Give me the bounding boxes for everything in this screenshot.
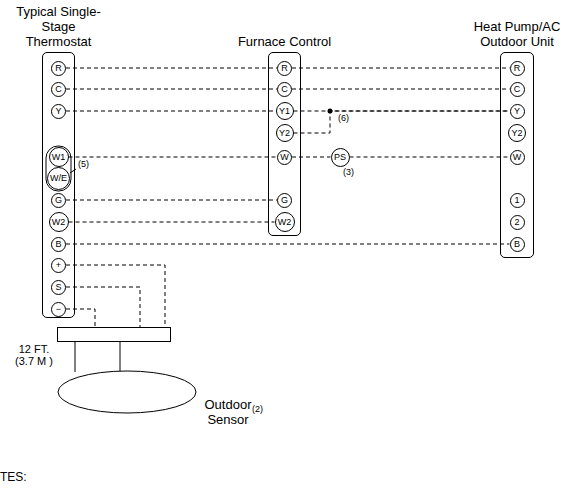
terminal: W xyxy=(277,150,292,165)
sensor-cable xyxy=(120,342,121,373)
callout-number: (2) xyxy=(252,405,263,415)
terminal-label: W1 xyxy=(52,153,66,162)
wire xyxy=(66,309,95,327)
terminal-strip: RCY1Y2WGW2Furnace Control xyxy=(268,52,301,236)
callout-number: (6) xyxy=(338,114,349,124)
wire xyxy=(69,157,278,158)
terminal-label: Y xyxy=(514,107,520,116)
strip-title: Furnace Control xyxy=(235,34,335,49)
terminal-label: C xyxy=(55,85,62,94)
terminal: S xyxy=(51,280,66,295)
terminal: W2 xyxy=(275,212,295,232)
terminal-label: C xyxy=(514,85,521,94)
terminal-label: W xyxy=(280,153,289,162)
terminal: W/E xyxy=(47,167,70,190)
wire xyxy=(292,157,331,158)
terminal: C xyxy=(51,82,66,97)
terminal: G xyxy=(277,193,292,208)
terminal: − xyxy=(51,302,66,317)
terminal: Y xyxy=(510,104,525,119)
terminal-label: W xyxy=(513,153,522,162)
terminal: 2 xyxy=(510,215,525,230)
strip-title: Typical Single-Stage Thermostat xyxy=(9,4,109,49)
note: TES: xyxy=(0,471,27,484)
terminal: W xyxy=(510,150,525,165)
outdoor-sensor: Outdoor Sensor xyxy=(57,327,197,415)
wire xyxy=(294,111,510,133)
terminal-label: W2 xyxy=(278,218,292,227)
wire xyxy=(350,157,510,158)
terminal: W1 xyxy=(49,147,69,167)
wire xyxy=(66,287,140,327)
terminal-label: B xyxy=(55,240,61,249)
leader-line xyxy=(70,169,76,173)
terminal-label: R xyxy=(514,64,521,73)
terminal-label: 1 xyxy=(514,196,519,205)
wire xyxy=(66,68,277,69)
terminal-label: Y1 xyxy=(279,107,290,116)
terminal-label: Y xyxy=(55,107,61,116)
sensor-cable xyxy=(75,342,76,373)
terminal-label: W2 xyxy=(52,218,66,227)
terminal: R xyxy=(277,61,292,76)
terminal-label: − xyxy=(56,305,61,314)
terminal: G xyxy=(51,193,66,208)
terminal: C xyxy=(510,82,525,97)
sensor-body xyxy=(58,371,196,413)
terminal: Y1 xyxy=(276,102,294,120)
sensor-outline xyxy=(57,327,197,415)
terminal-label: Y2 xyxy=(279,129,290,138)
terminal-label: S xyxy=(55,283,61,292)
terminal-label: G xyxy=(55,196,62,205)
terminal-label: R xyxy=(281,64,288,73)
dimension: 12 FT. (3.7 M ) xyxy=(8,343,60,367)
wire xyxy=(66,111,276,112)
terminal-bracket xyxy=(46,146,71,191)
terminal-label: W/E xyxy=(50,174,67,183)
terminal: R xyxy=(51,61,66,76)
wire xyxy=(66,200,277,201)
terminal-label: B xyxy=(514,240,520,249)
terminal-strip: RCYY2W12BHeat Pump/AC Outdoor Unit xyxy=(500,52,534,258)
terminal-label: + xyxy=(56,261,61,270)
terminal-label: Y2 xyxy=(511,129,522,138)
splice-dot xyxy=(328,109,333,114)
terminal: C xyxy=(277,82,292,97)
wire xyxy=(292,68,510,69)
terminal-label: PS xyxy=(334,153,346,162)
terminal-label: 2 xyxy=(514,218,519,227)
wire xyxy=(69,222,275,223)
wire xyxy=(292,89,510,90)
terminal: R xyxy=(510,61,525,76)
pressure-switch: PS xyxy=(331,148,350,167)
terminal: Y2 xyxy=(276,124,294,142)
terminal: B xyxy=(510,237,525,252)
terminal: + xyxy=(51,258,66,273)
terminal: Y xyxy=(51,104,66,119)
wire xyxy=(66,265,165,327)
callout-number: (5) xyxy=(78,160,89,170)
terminal-label: G xyxy=(281,196,288,205)
terminal: B xyxy=(51,237,66,252)
sensor-label: Outdoor Sensor xyxy=(198,397,258,427)
terminal-label: R xyxy=(55,64,62,73)
wire xyxy=(66,89,277,90)
wire xyxy=(66,244,510,245)
terminal: 1 xyxy=(510,193,525,208)
terminal: Y2 xyxy=(508,124,526,142)
callout-number: (3) xyxy=(343,168,354,178)
strip-title: Heat Pump/AC Outdoor Unit xyxy=(467,19,567,49)
terminal-label: C xyxy=(281,85,288,94)
terminal-strip: RCYW1W/EGW2B+S−Typical Single-Stage Ther… xyxy=(42,52,75,318)
sensor-plug xyxy=(58,328,171,342)
terminal: W2 xyxy=(49,212,69,232)
